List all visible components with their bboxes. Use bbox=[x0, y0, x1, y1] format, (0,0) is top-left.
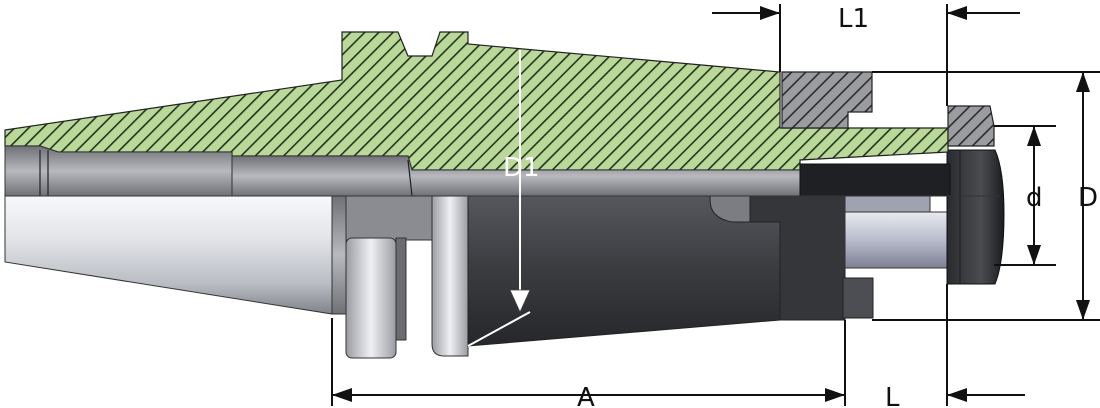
flange-back bbox=[431, 195, 469, 357]
flange-front bbox=[345, 237, 397, 359]
flange-groove bbox=[395, 237, 407, 341]
label-D: D bbox=[1078, 183, 1098, 213]
taper-shank-exterior bbox=[4, 195, 333, 315]
bore-rear bbox=[4, 145, 233, 197]
body-shoulder bbox=[709, 195, 751, 223]
dimension-L bbox=[946, 284, 1025, 406]
arbor-pilot bbox=[844, 211, 948, 269]
label-L: L bbox=[885, 383, 900, 408]
arbor-step bbox=[844, 195, 931, 213]
label-L1: L1 bbox=[838, 4, 869, 34]
section-hatch-cutter-ring bbox=[781, 71, 873, 129]
dimension-D bbox=[872, 71, 1100, 321]
label-d: d bbox=[1026, 183, 1043, 213]
label-D1: D1 bbox=[503, 153, 540, 183]
dimension-A bbox=[331, 318, 846, 406]
collar bbox=[331, 195, 347, 315]
drive-key bbox=[842, 277, 874, 319]
section-hatch-screw-ring bbox=[947, 105, 995, 147]
dimension-d bbox=[994, 125, 1056, 266]
clamping-screw bbox=[946, 149, 1005, 285]
label-A: A bbox=[577, 383, 595, 408]
dimension-D1 bbox=[467, 50, 531, 347]
front-bore bbox=[799, 163, 951, 197]
dimension-L1 bbox=[712, 4, 1020, 106]
